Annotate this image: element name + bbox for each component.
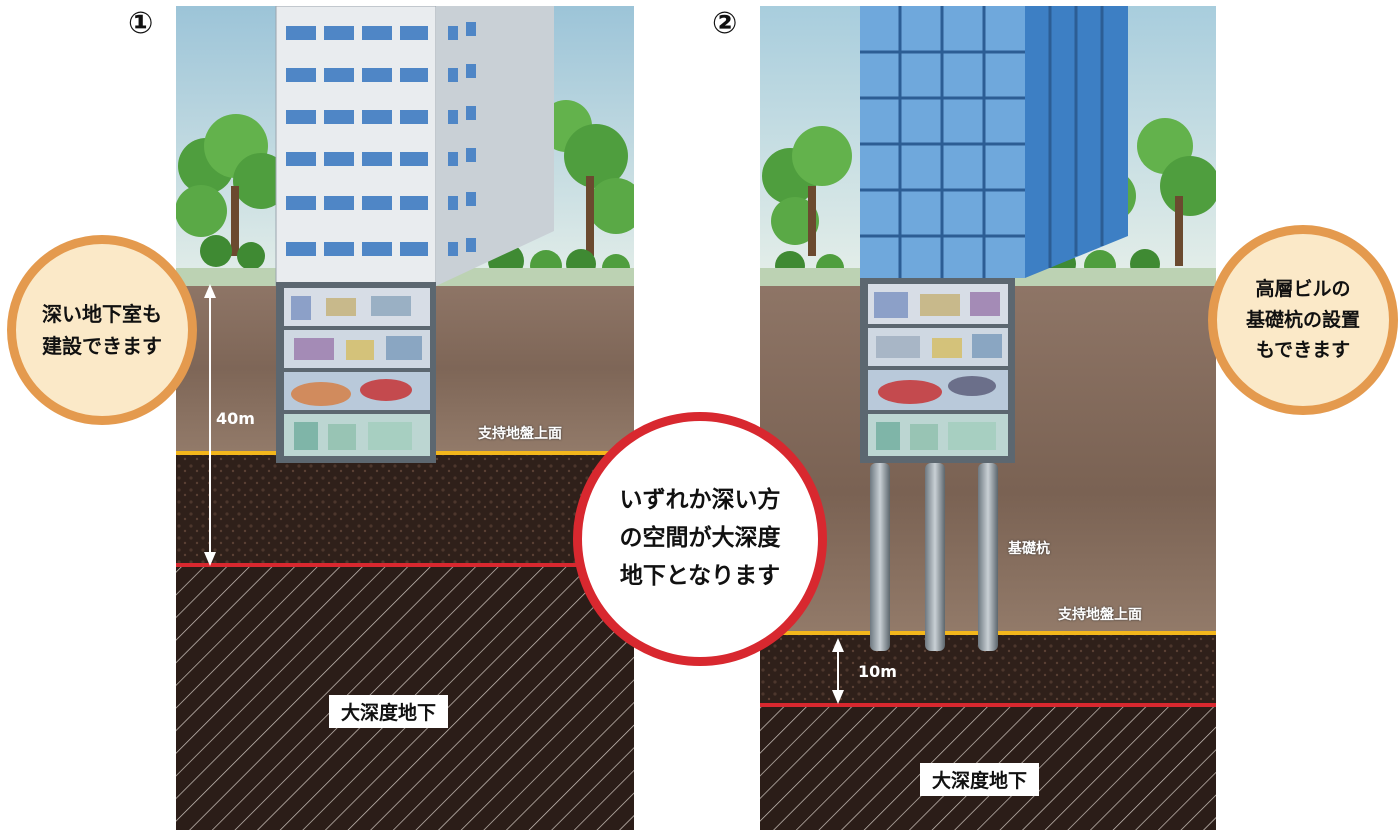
pile-3: [978, 463, 998, 651]
bearing-layer-label: 支持地盤上面: [478, 426, 562, 442]
deep-underground-label-2: 大深度地下: [920, 763, 1040, 796]
trees-left: [176, 114, 289, 270]
panel-2-illustration: [760, 6, 1216, 830]
panel-1-illustration: [176, 6, 634, 830]
panel-1-number: ①: [128, 6, 154, 41]
callout-foundation-piles: 高層ビルの 基礎杭の設置 もできます: [1208, 225, 1398, 415]
panel-2-number: ②: [712, 6, 738, 41]
deep-underground-label: 大深度地下: [329, 695, 449, 728]
pile-label: 基礎杭: [1008, 541, 1050, 557]
callout-center-rule: いずれか深い方 の空間が大深度 地下となります: [573, 412, 827, 666]
panel-1-scene: 40m 支持地盤上面 大深度地下: [176, 6, 634, 830]
bearing-layer-label-2: 支持地盤上面: [1058, 607, 1142, 623]
pile-1: [870, 463, 890, 651]
depth-label-40m: 40m: [216, 409, 255, 428]
pile-2: [925, 463, 945, 651]
panel-2-scene: 10m 基礎杭 支持地盤上面 大深度地下: [760, 6, 1216, 830]
callout-deep-basement: 深い地下室も 建設できます: [7, 235, 197, 425]
depth-label-10m: 10m: [858, 662, 897, 681]
